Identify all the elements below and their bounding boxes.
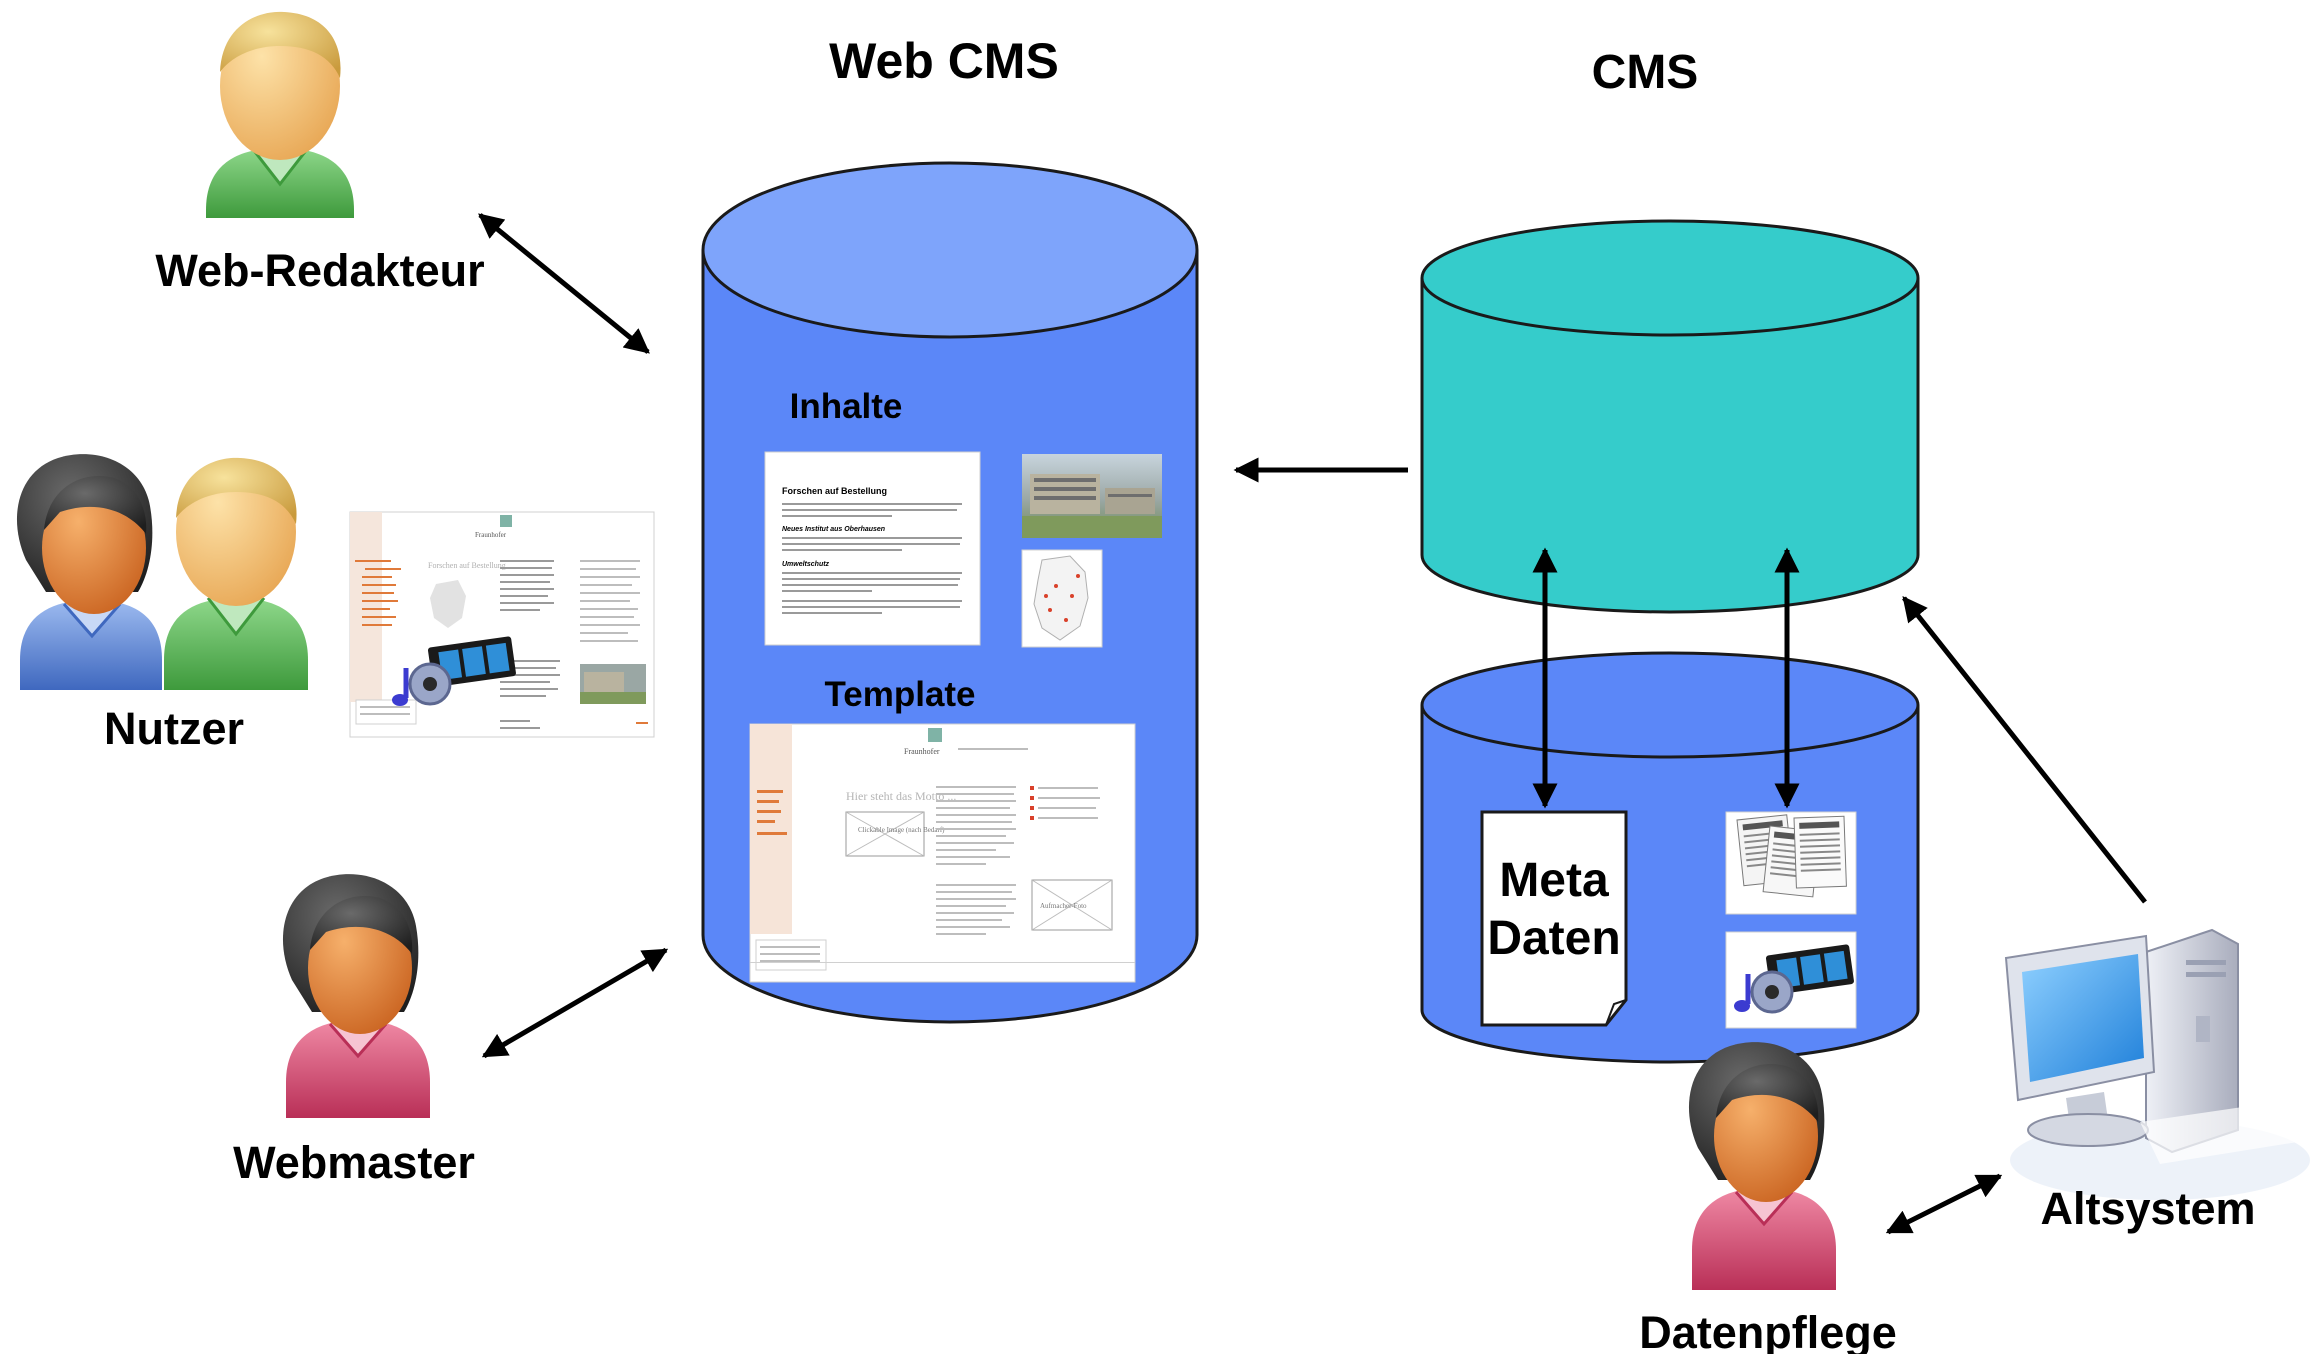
template-link-list <box>1030 786 1100 820</box>
meta-daten-label: Meta Daten <box>1487 854 1621 965</box>
newspaper-icon <box>1725 811 1857 915</box>
map-icon <box>1021 549 1103 648</box>
arrow-altsystem-cms <box>1902 596 2147 904</box>
template-motto: Hier steht das Motto ... <box>846 789 956 803</box>
preview-text-column <box>500 560 554 611</box>
arrows <box>478 213 2147 1235</box>
person-icon-datenpflege <box>1688 1042 1836 1290</box>
preview-heading: Forschen auf Bestellung <box>428 561 506 570</box>
template-text-column <box>936 786 1016 865</box>
photo-icon <box>1022 454 1162 538</box>
datenpflege-label: Datenpflege <box>1639 1307 1897 1354</box>
template-logo: Fraunhofer <box>904 747 940 756</box>
webmaster-label: Webmaster <box>233 1137 475 1188</box>
arrow-webmaster-web-cms <box>481 947 669 1059</box>
computer-icon <box>2004 928 2310 1200</box>
preview-link-column <box>580 560 640 642</box>
content-doc-title: Forschen auf Bestellung <box>782 486 887 496</box>
person-icon-nutzer-woman <box>16 454 162 690</box>
web-cms-title: Web CMS <box>829 33 1059 89</box>
content-document: Forschen auf Bestellung Neues Institut a… <box>764 451 981 646</box>
content-doc-heading-1: Neues Institut aus Oberhausen <box>782 526 885 533</box>
preview-logo: Fraunhofer <box>475 531 507 539</box>
template-document: Fraunhofer Hier steht das Motto ... Clic… <box>749 723 1136 983</box>
altsystem-label: Altsystem <box>2040 1183 2255 1234</box>
person-icon-web-redakteur <box>206 11 354 218</box>
inhalte-label: Inhalte <box>790 387 903 426</box>
arrow-web-redakteur-web-cms <box>478 213 650 354</box>
music-film-icon <box>392 636 516 706</box>
person-icon-webmaster <box>282 874 430 1118</box>
template-lower-text <box>936 884 1016 935</box>
template-feature-photo: Aufmacher-Foto <box>1040 902 1087 910</box>
template-clickable-image: Clickable Image (nach Bedarf) <box>858 826 945 834</box>
meta-daten-document <box>1480 810 1628 1027</box>
cms-media-icon <box>1725 931 1857 1029</box>
nutzer-label: Nutzer <box>104 703 244 754</box>
arrow-datenpflege-altsystem <box>1885 1173 2003 1235</box>
template-label: Template <box>824 675 975 714</box>
cms-database <box>1420 219 1920 614</box>
website-preview: Fraunhofer Forschen auf Bestellung <box>349 511 655 738</box>
cms-title: CMS <box>1592 46 1699 99</box>
person-icon-nutzer-man <box>164 457 308 690</box>
content-doc-heading-2: Umweltschutz <box>782 561 830 568</box>
web-redakteur-label: Web-Redakteur <box>155 245 484 296</box>
